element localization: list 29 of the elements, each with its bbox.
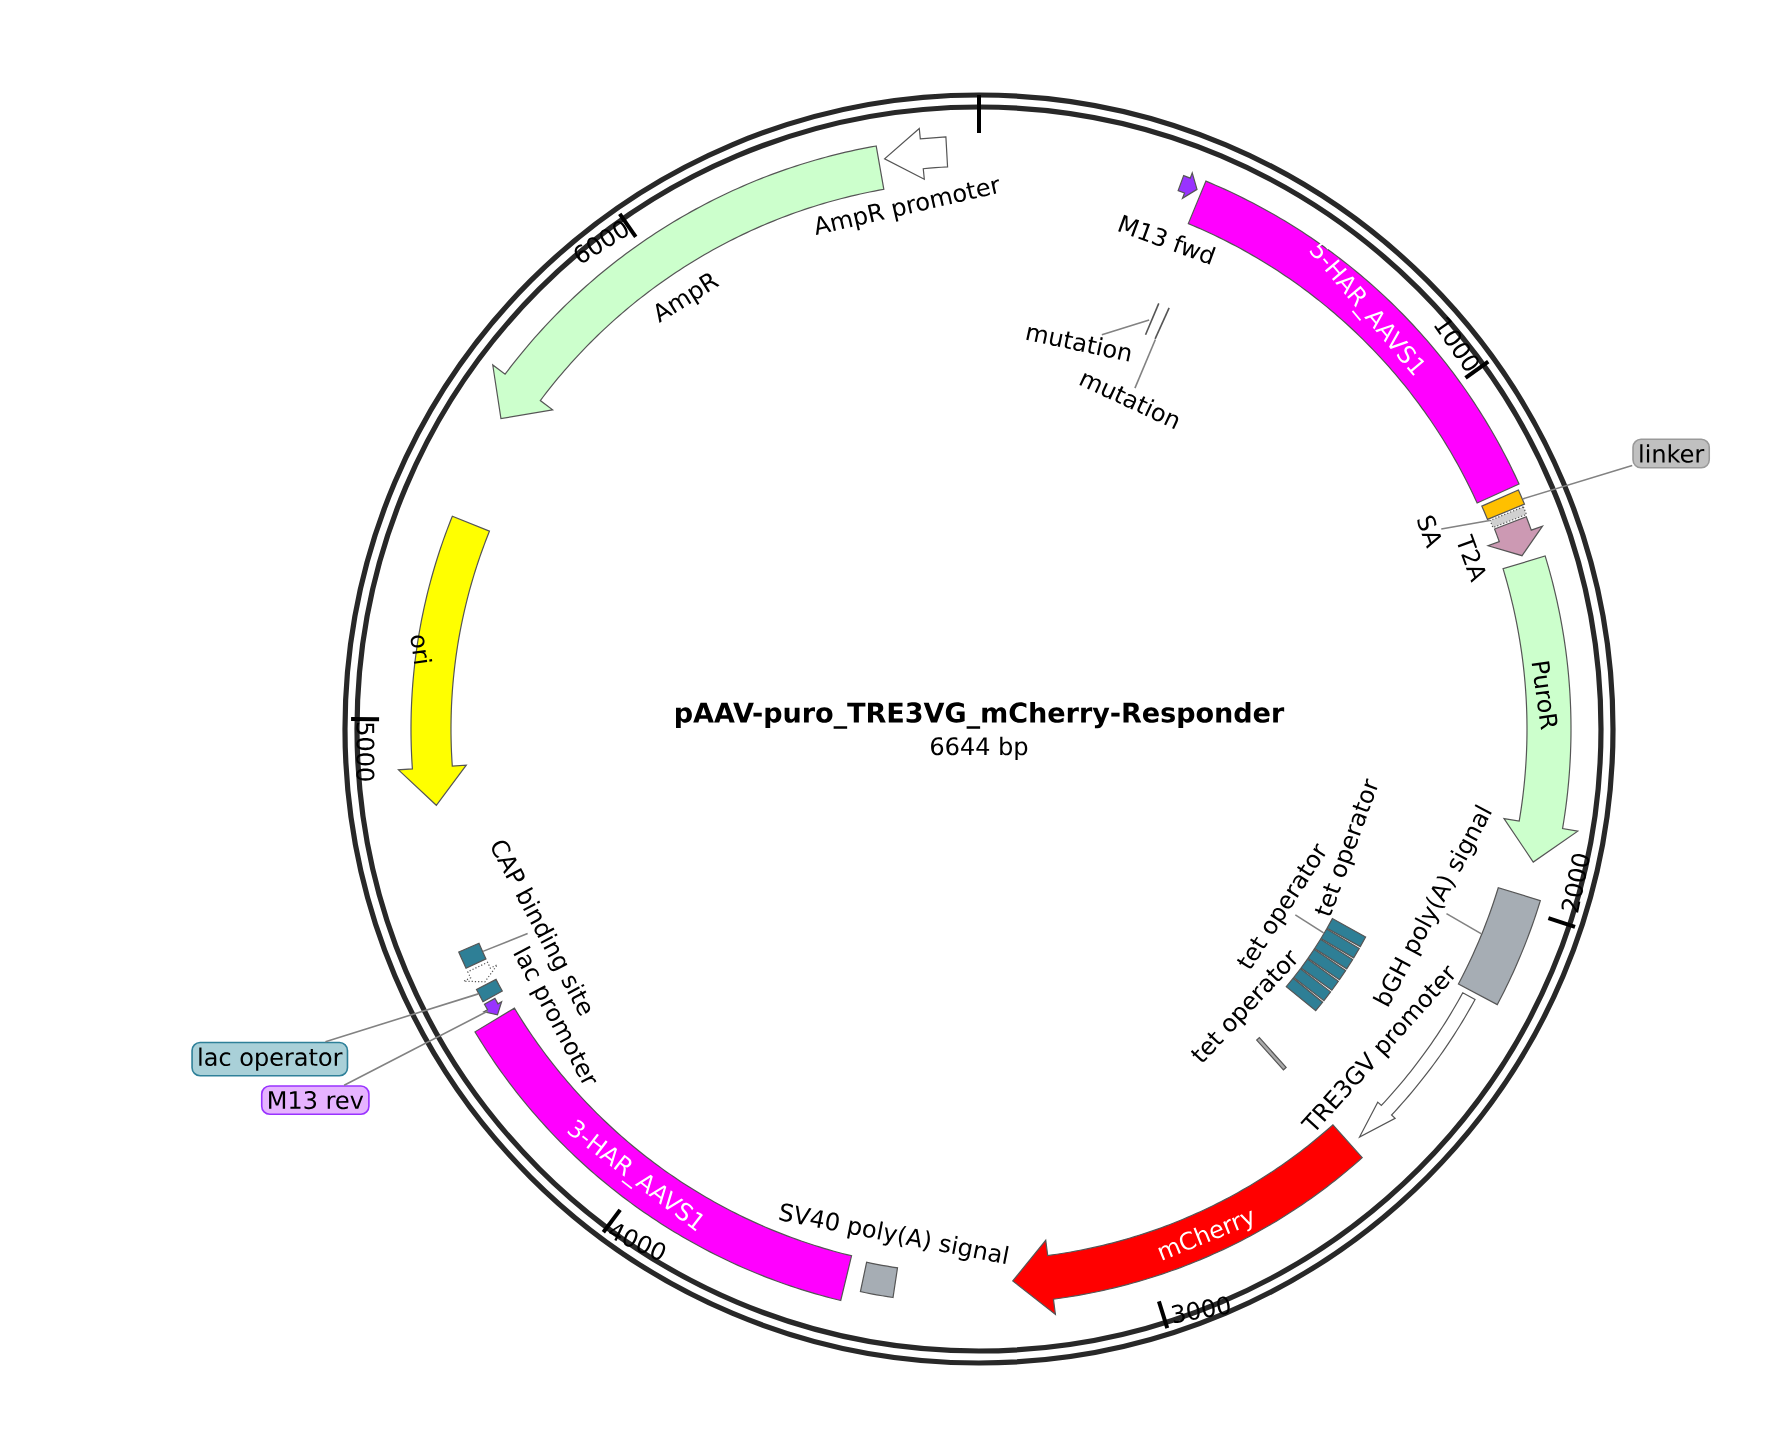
leader-line	[482, 932, 529, 953]
mutation-mark	[1144, 302, 1160, 336]
size-label: 6644 bp	[931, 736, 1028, 760]
operator-box	[1255, 1036, 1287, 1071]
leader-line	[1440, 519, 1491, 530]
leader-line	[1134, 338, 1157, 389]
leader-line	[1521, 464, 1633, 500]
map-title: pAAV-puro_TRE3VG_mCherry-Responder	[676, 701, 1285, 729]
node-label: T2A	[1457, 533, 1486, 583]
leader-line	[1445, 912, 1483, 935]
operator-box	[1313, 938, 1354, 970]
feature-label: SA	[1417, 515, 1442, 549]
label-badge: linker	[1632, 438, 1711, 469]
feature-box	[1489, 506, 1528, 529]
label-badge: lac operator	[191, 1041, 349, 1077]
feature-box	[1481, 489, 1526, 521]
mutation-mark	[1154, 307, 1170, 340]
primer-site	[482, 997, 503, 1016]
leader-line	[324, 993, 480, 1043]
label-badge: M13 rev	[260, 1085, 370, 1115]
gene-segment: ori	[397, 515, 491, 807]
tick-label: 5000	[356, 723, 375, 781]
operator-box	[1326, 917, 1367, 948]
leader-line	[1294, 914, 1325, 934]
leader-line	[343, 1010, 489, 1087]
feature-label: mutation	[1026, 327, 1131, 362]
operator-box	[1307, 948, 1347, 981]
feature-box	[457, 942, 487, 969]
leader-line	[1101, 319, 1150, 336]
